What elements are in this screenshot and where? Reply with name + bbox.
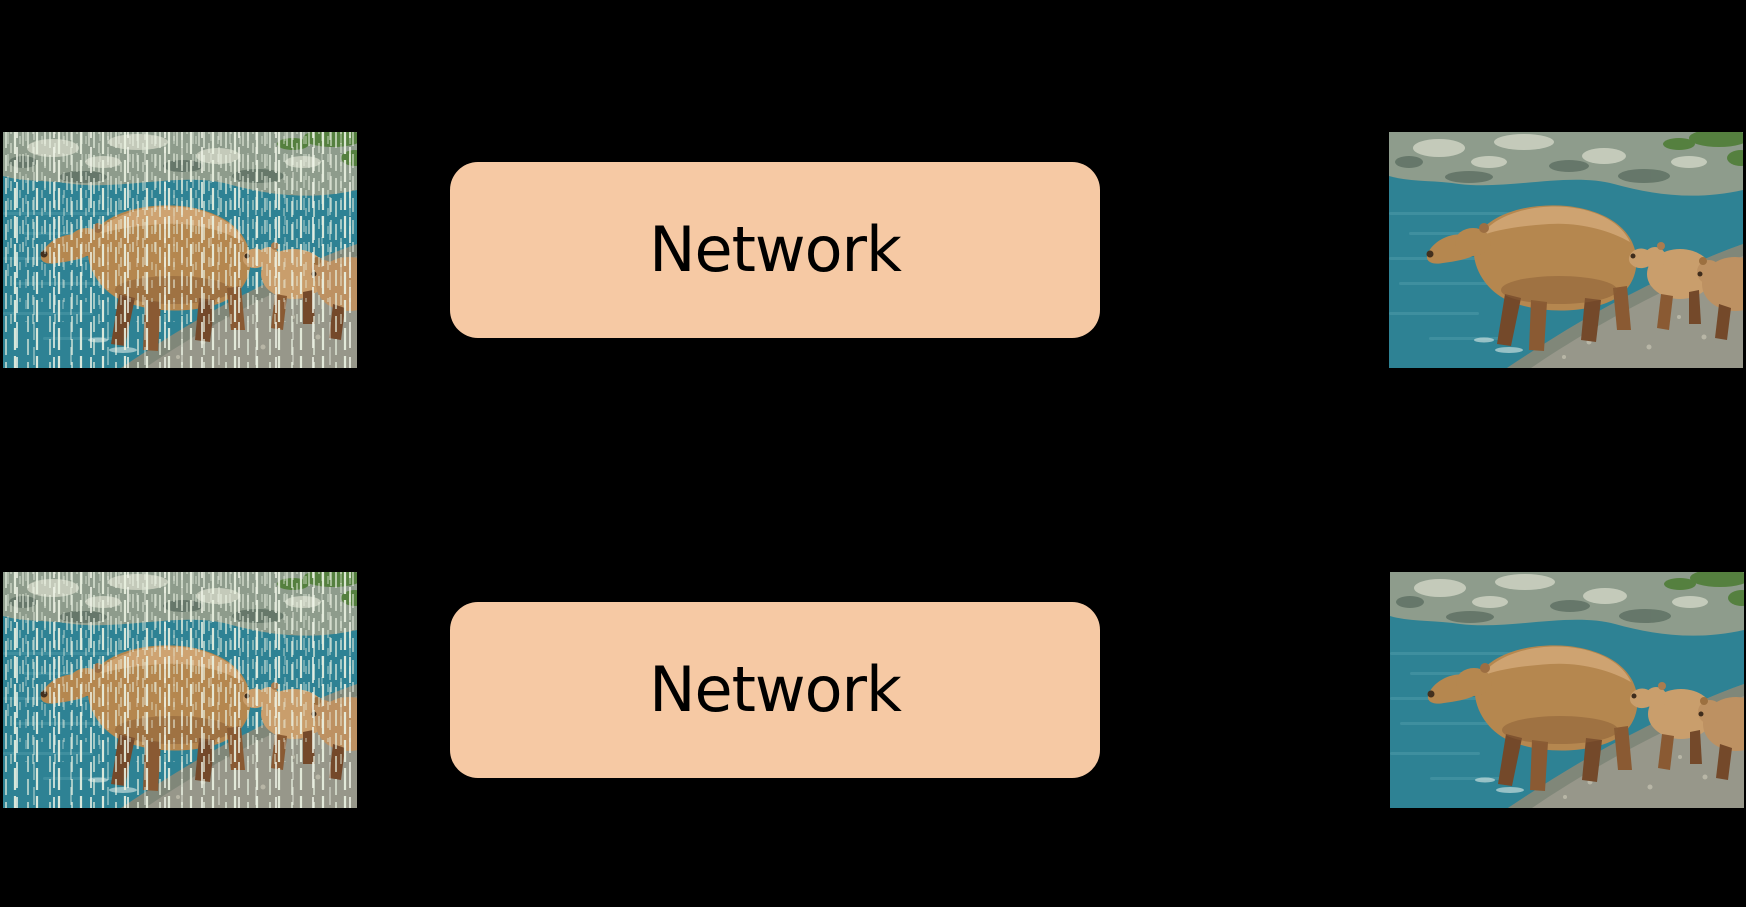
restored-output-image [1390,572,1744,808]
rain-streaks-overlay-2 [3,572,357,808]
bear-photo-clean-illustration [1390,572,1744,808]
rainy-input-image [3,572,357,808]
network-box-label: Network [649,653,902,726]
network-box-label: Network [649,213,902,286]
restored-output-image [1389,132,1743,368]
rain-streaks-overlay-2 [3,132,357,368]
network-box: Network [450,162,1100,338]
bear-photo-rainy-illustration [3,572,357,808]
rainy-input-image [3,132,357,368]
bear-photo-rainy-illustration [3,132,357,368]
bear-photo-clean-illustration [1389,132,1743,368]
network-box: Network [450,602,1100,778]
